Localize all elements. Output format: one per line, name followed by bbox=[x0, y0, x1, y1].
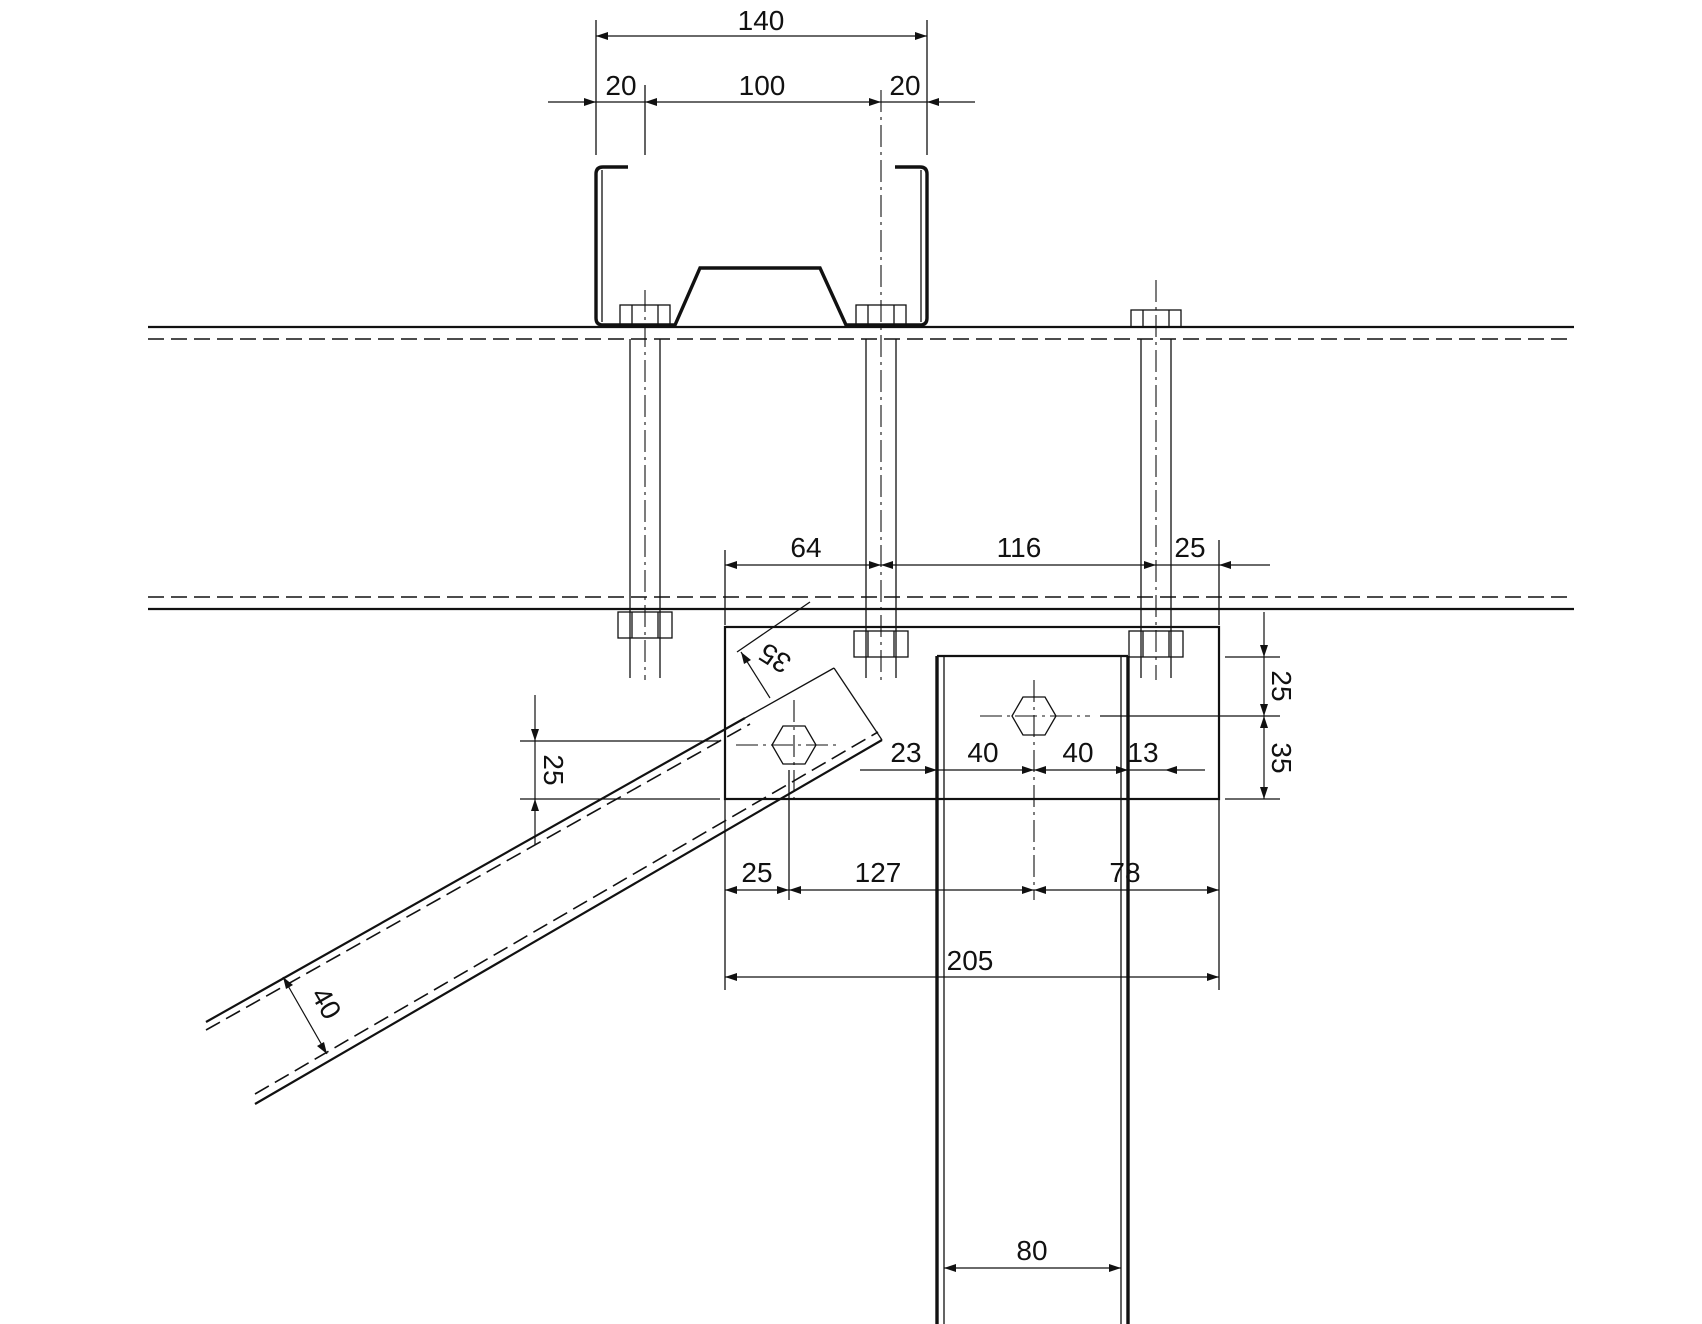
dim-100: 100 bbox=[739, 70, 786, 101]
dim-25-left-vertical: 25 bbox=[538, 754, 569, 785]
dim-25-top-right: 25 bbox=[1174, 532, 1205, 563]
dim-78: 78 bbox=[1109, 857, 1140, 888]
hex-bolt-hanger bbox=[980, 680, 1090, 900]
dim-116: 116 bbox=[997, 532, 1042, 563]
rail-clip-profile bbox=[594, 165, 929, 327]
dim-35-right-vertical: 35 bbox=[1266, 742, 1297, 773]
bolt-right bbox=[1128, 280, 1184, 680]
dim-40-brace-width: 40 bbox=[305, 982, 347, 1024]
dim-64: 64 bbox=[790, 532, 821, 563]
dim-20-left: 20 bbox=[605, 70, 636, 101]
bolt-left bbox=[617, 290, 673, 680]
dim-80: 80 bbox=[1016, 1235, 1047, 1266]
dim-140: 140 bbox=[738, 5, 785, 36]
bolt-middle bbox=[853, 90, 909, 680]
dim-25-right-vertical: 25 bbox=[1266, 670, 1297, 701]
dim-35-brace: 35 bbox=[754, 637, 797, 680]
dim-23: 23 bbox=[890, 737, 921, 768]
dim-127: 127 bbox=[855, 857, 902, 888]
lower-beam bbox=[148, 596, 1574, 611]
dim-25-bottom: 25 bbox=[741, 857, 772, 888]
extension-lines bbox=[520, 20, 1280, 990]
dim-13: 13 bbox=[1127, 737, 1158, 768]
dimension-lines bbox=[282, 32, 1270, 1272]
dim-205: 205 bbox=[947, 945, 994, 976]
upper-beam bbox=[148, 325, 1574, 340]
hanger-flat-bar bbox=[935, 654, 1130, 1324]
dim-40-right: 40 bbox=[1062, 737, 1093, 768]
dim-40-left: 40 bbox=[967, 737, 998, 768]
dim-20-right: 20 bbox=[889, 70, 920, 101]
hex-bolt-brace bbox=[736, 700, 840, 800]
connection-plate bbox=[723, 625, 1221, 801]
dimension-labels: 140 20 100 20 64 116 25 35 25 35 23 40 4… bbox=[305, 5, 1297, 1266]
diagonal-brace bbox=[205, 601, 883, 1105]
